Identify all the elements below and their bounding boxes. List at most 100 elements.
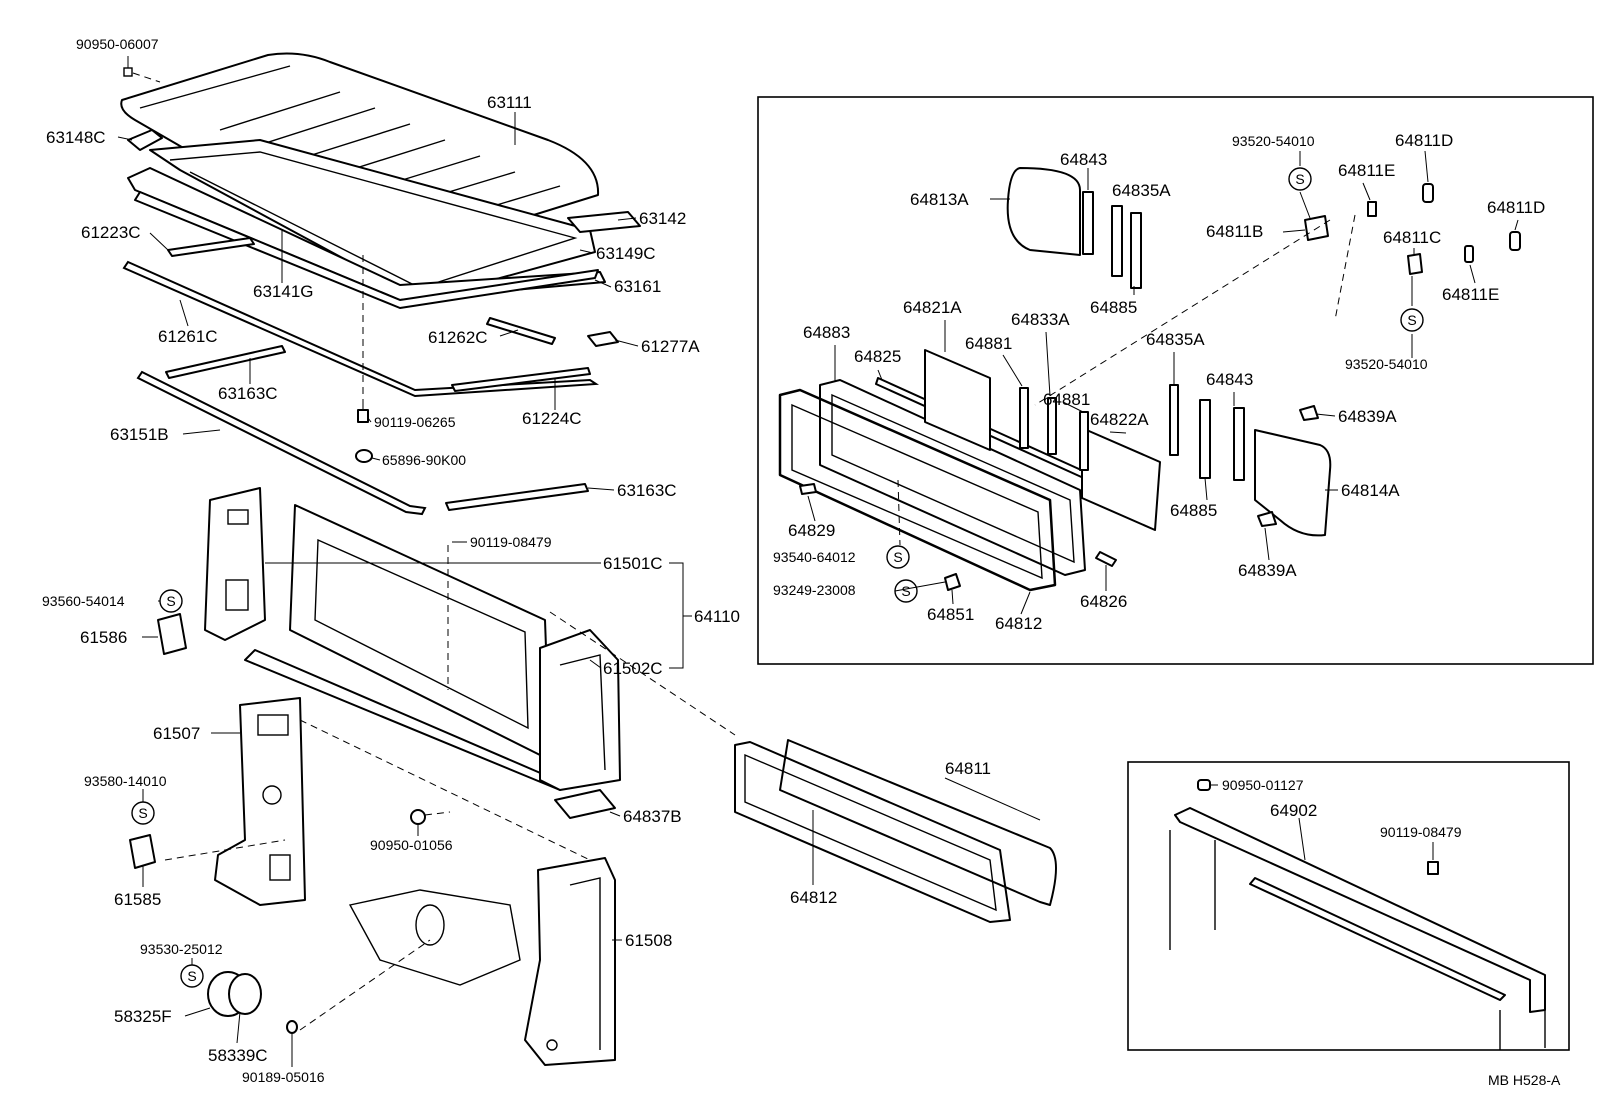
label-63161: 63161 xyxy=(614,277,661,296)
dash-latch xyxy=(1034,219,1331,406)
label-63141G: 63141G xyxy=(253,282,314,301)
label-64837B: 64837B xyxy=(623,807,682,826)
label-64811: 64811 xyxy=(945,759,991,778)
rear-window-seal xyxy=(734,741,1011,923)
label-90950-01127: 90950-01127 xyxy=(1222,777,1304,793)
sealant-symbol-93520-54010-b: S xyxy=(1400,308,1424,332)
label-61224C: 61224C xyxy=(522,409,582,428)
label-63148C: 63148C xyxy=(46,128,106,147)
seal-63151B xyxy=(136,370,427,516)
sealant-symbol-93249-23008: S xyxy=(894,579,918,603)
pad-64811D-a xyxy=(1422,183,1434,203)
label-61223C: 61223C xyxy=(81,223,141,242)
label-61502C: 61502C xyxy=(603,659,663,678)
label-64812-main: 64812 xyxy=(790,888,837,907)
label-61585: 61585 xyxy=(114,890,161,909)
label-64902: 64902 xyxy=(1270,801,1317,820)
label-64821A: 64821A xyxy=(903,298,962,317)
bracket-63148C xyxy=(127,129,163,151)
label-64110: 64110 xyxy=(694,607,740,626)
label-64812-inset: 64812 xyxy=(995,614,1042,633)
callout-labels: 90950-06007 63111 63148C 63142 61223C 63… xyxy=(42,36,1561,1088)
footer-code: MB H528-A xyxy=(1488,1072,1561,1088)
label-61586: 61586 xyxy=(80,628,127,647)
svg-text:S: S xyxy=(1295,171,1304,187)
filler-opening xyxy=(415,904,445,946)
dash-filler xyxy=(299,939,431,1031)
label-90119-06265: 90119-06265 xyxy=(374,414,456,430)
dash-quarter xyxy=(164,839,286,861)
strip-61262C xyxy=(486,317,556,345)
label-64811B: 64811B xyxy=(1206,222,1263,241)
label-61262C: 61262C xyxy=(428,328,488,347)
label-64833A: 64833A xyxy=(1011,310,1070,329)
channels xyxy=(1019,191,1245,481)
label-63142: 63142 xyxy=(639,209,686,228)
roof-weatherstrip xyxy=(134,191,599,309)
stop-64839A-b xyxy=(1257,511,1277,527)
slider-frame-64812 xyxy=(778,388,1057,592)
label-64811D-a: 64811D xyxy=(1395,131,1453,150)
svg-text:S: S xyxy=(901,583,910,599)
dash-latch-2 xyxy=(1334,214,1356,321)
label-65896-90K00: 65896-90K00 xyxy=(382,452,466,468)
label-63163C-upper: 63163C xyxy=(218,384,278,403)
dash-clip xyxy=(897,479,901,546)
label-64813A: 64813A xyxy=(910,190,969,209)
quarter-outer-61508 xyxy=(524,857,616,1066)
latch-64811C xyxy=(1407,253,1423,275)
sealant-symbol-93530-25012: S xyxy=(180,964,204,988)
clip-61277A xyxy=(587,331,619,347)
label-64881-a: 64881 xyxy=(965,334,1012,353)
dash-plug xyxy=(424,811,451,816)
svg-text:S: S xyxy=(187,968,196,984)
label-64822A: 64822A xyxy=(1090,410,1149,429)
leader-lines xyxy=(117,56,1519,1067)
sealant-symbol-93560-54014: S xyxy=(159,589,183,613)
label-93520-54010-b: 93520-54010 xyxy=(1345,356,1428,372)
label-64885-a: 64885 xyxy=(1090,298,1137,317)
label-64811E-b: 64811E xyxy=(1442,285,1499,304)
window-inset-frame xyxy=(757,96,1594,665)
svg-text:S: S xyxy=(1407,312,1416,328)
label-61508: 61508 xyxy=(625,931,672,950)
bracket-64837B xyxy=(554,789,616,819)
label-64883: 64883 xyxy=(803,323,850,342)
label-64881-b: 64881 xyxy=(1043,390,1090,409)
label-58339C: 58339C xyxy=(208,1046,268,1065)
label-64826: 64826 xyxy=(1080,592,1127,611)
pad-64811D-b xyxy=(1509,231,1521,251)
slider-frame-64883 xyxy=(819,379,1086,576)
cap-58339C xyxy=(228,973,262,1015)
label-93530-25012: 93530-25012 xyxy=(140,941,223,957)
svg-text:S: S xyxy=(893,549,902,565)
label-90119-08479-rail: 90119-08479 xyxy=(1380,824,1462,840)
label-61261C: 61261C xyxy=(158,327,218,346)
label-93249-23008: 93249-23008 xyxy=(773,582,856,598)
label-90189-05016: 90189-05016 xyxy=(242,1069,325,1085)
label-90119-08479: 90119-08479 xyxy=(470,534,552,550)
dash-back-to-window xyxy=(549,611,736,736)
label-64835A-a: 64835A xyxy=(1112,181,1171,200)
rear-window-glass xyxy=(779,739,1057,906)
bracket-63142 xyxy=(567,211,641,233)
label-63163C-lower: 63163C xyxy=(617,481,677,500)
label-90950-06007: 90950-06007 xyxy=(76,36,159,52)
dash-quarter-2 xyxy=(299,719,591,861)
strip-61223C xyxy=(167,237,255,257)
label-64814A: 64814A xyxy=(1341,481,1400,500)
guide-64829 xyxy=(799,483,817,495)
label-63111: 63111 xyxy=(487,93,532,112)
label-64839A-a: 64839A xyxy=(1338,407,1397,426)
pillar-61501C xyxy=(204,487,266,641)
label-93540-64012: 93540-64012 xyxy=(773,549,856,565)
sealant-symbol-93520-54010-a: S xyxy=(1288,167,1312,191)
rail-inset-frame xyxy=(1127,761,1570,1051)
glass-64822A xyxy=(1081,427,1161,531)
label-64811C: 64811C xyxy=(1383,228,1441,247)
label-64835A-b: 64835A xyxy=(1146,330,1205,349)
label-64825: 64825 xyxy=(854,347,901,366)
stop-64839A-a xyxy=(1299,405,1319,421)
strip-63163C-lower xyxy=(445,483,589,511)
